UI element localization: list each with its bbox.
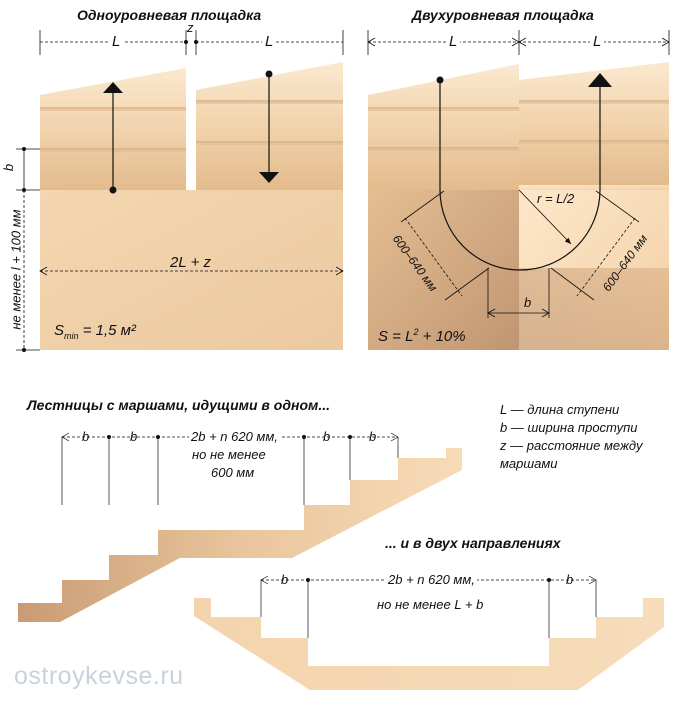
one-middle-line2: но не менее: [192, 447, 266, 462]
two-L-right: L: [590, 33, 605, 50]
two-L-left: L: [446, 33, 461, 50]
two-direction-stair: [194, 575, 664, 690]
single-level-landing: [16, 30, 344, 352]
legend-line-2: b — ширина проступи: [500, 420, 638, 435]
legend-line-4: маршами: [500, 456, 558, 471]
two-radius: r = L/2: [537, 191, 575, 206]
legend: L — длина ступени b — ширина проступи z …: [500, 401, 642, 473]
one-b1: b: [82, 429, 90, 444]
up-arrow-icon-right: [588, 73, 612, 87]
legend-line-3: z — расстояние между: [500, 438, 643, 453]
two-b: b: [524, 295, 532, 310]
two-left-flight: [368, 64, 519, 190]
watermark: ostroykevse.ru: [14, 662, 184, 690]
one-b3: b: [323, 429, 331, 444]
single-z: z: [187, 20, 194, 35]
one-b2: b: [130, 429, 138, 444]
title-two-directions: ... и в двух направлениях: [385, 535, 561, 551]
one-middle-line1: 2b + n 620 мм,: [189, 429, 280, 444]
twodir-middle-line2: но не менее L + b: [377, 597, 484, 612]
two-landing-left: [368, 190, 519, 350]
down-arrow-icon: [259, 172, 279, 183]
single-min-depth: не менее l + 100 мм: [8, 209, 24, 330]
two-direction-profile: [194, 598, 664, 690]
single-gap: [186, 88, 196, 190]
single-L-right: L: [262, 33, 277, 50]
one-middle-line3: 600 мм: [211, 465, 255, 480]
single-b: b: [1, 163, 17, 172]
one-b4: b: [369, 429, 377, 444]
single-L-left: L: [109, 33, 124, 50]
single-landing-floor: [40, 190, 343, 350]
two-right-flight: [519, 62, 669, 185]
two-area: S = L2 + 10%: [378, 327, 466, 345]
twodir-middle-line1: 2b + n 620 мм,: [386, 572, 477, 587]
two-level-landing: [367, 30, 670, 350]
single-width-label: 2L + z: [170, 254, 212, 271]
two-landing-right-top: [519, 185, 669, 190]
one-direction-stair: [18, 432, 462, 622]
up-arrow-icon: [103, 82, 123, 93]
twodir-b-right: b: [566, 572, 574, 587]
one-direction-profile: [18, 448, 462, 622]
walking-line: [439, 80, 601, 271]
title-one-direction: Лестницы с маршами, идущими в одном...: [27, 397, 331, 413]
title-single-level: Одноуровневая площадка: [77, 7, 262, 23]
single-area: Smin = 1,5 м²: [54, 322, 136, 341]
title-two-level: Двухуровневая площадка: [412, 7, 594, 23]
legend-line-1: L — длина ступени: [500, 402, 620, 417]
twodir-b-left: b: [281, 572, 289, 587]
